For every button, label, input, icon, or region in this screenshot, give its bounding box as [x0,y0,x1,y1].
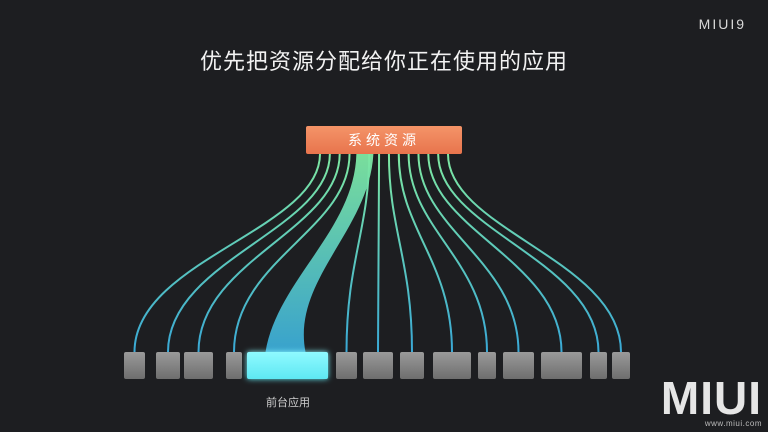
app-row [124,352,630,379]
page-title: 优先把资源分配给你正在使用的应用 [199,50,568,75]
flow-line [407,153,488,353]
source-label: 系统资源 [348,133,420,149]
flow-line [417,153,520,353]
app-block-foreground [247,352,328,379]
miui-watermark: MIUI www.miui.com [660,372,762,428]
flow-line [233,153,351,353]
foreground-app-label: 前台应用 [266,396,310,409]
app-block [612,352,630,379]
flow-line [397,153,453,353]
app-block [124,352,145,379]
flow-line [427,153,563,353]
app-block [363,352,393,379]
app-block [590,352,607,379]
app-block [156,352,180,379]
app-block [184,352,213,379]
flow-line [345,153,371,353]
app-block [336,352,357,379]
flow-line [447,153,622,353]
flow-line [133,153,321,353]
watermark-logo: MIUI [660,372,762,424]
flow-line [167,153,331,353]
flow-line [197,153,341,353]
flow-line [387,153,413,353]
app-block [400,352,424,379]
app-block [541,352,582,379]
brand-label: MIUI9 [698,16,746,32]
flow-line [437,153,600,353]
watermark-url: www.miui.com [704,419,762,428]
app-block [433,352,471,379]
app-block [478,352,496,379]
flow-lines [133,153,622,353]
source-box: 系统资源 [306,126,462,154]
app-block [503,352,534,379]
flow-band-active [265,154,374,352]
app-block [226,352,242,379]
flow-line [377,153,381,353]
